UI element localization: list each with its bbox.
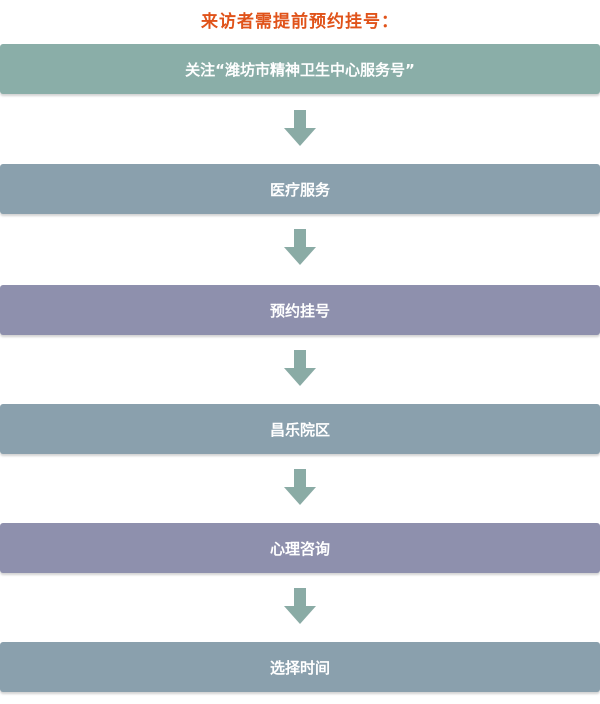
step-label: 关注“潍坊市精神卫生中心服务号” [185,60,415,79]
arrow-down-icon [284,229,316,265]
step-label: 医疗服务 [269,180,330,199]
step-label: 预约挂号 [269,301,330,320]
step-changle-campus: 昌乐院区 [0,404,600,454]
step-follow-account: 关注“潍坊市精神卫生中心服务号” [0,44,600,94]
step-label: 选择时间 [269,658,330,677]
arrow-down-icon [284,469,316,505]
step-label: 昌乐院区 [269,420,330,439]
arrow-down-icon [284,110,316,146]
step-counseling: 心理咨询 [0,523,600,573]
diagram-heading: 来访者需提前预约挂号： [201,12,399,32]
arrow-down-icon [284,588,316,624]
step-select-time: 选择时间 [0,642,600,692]
step-appointment: 预约挂号 [0,285,600,335]
step-medical-service: 医疗服务 [0,164,600,214]
step-label: 心理咨询 [269,539,330,558]
arrow-down-icon [284,350,316,386]
